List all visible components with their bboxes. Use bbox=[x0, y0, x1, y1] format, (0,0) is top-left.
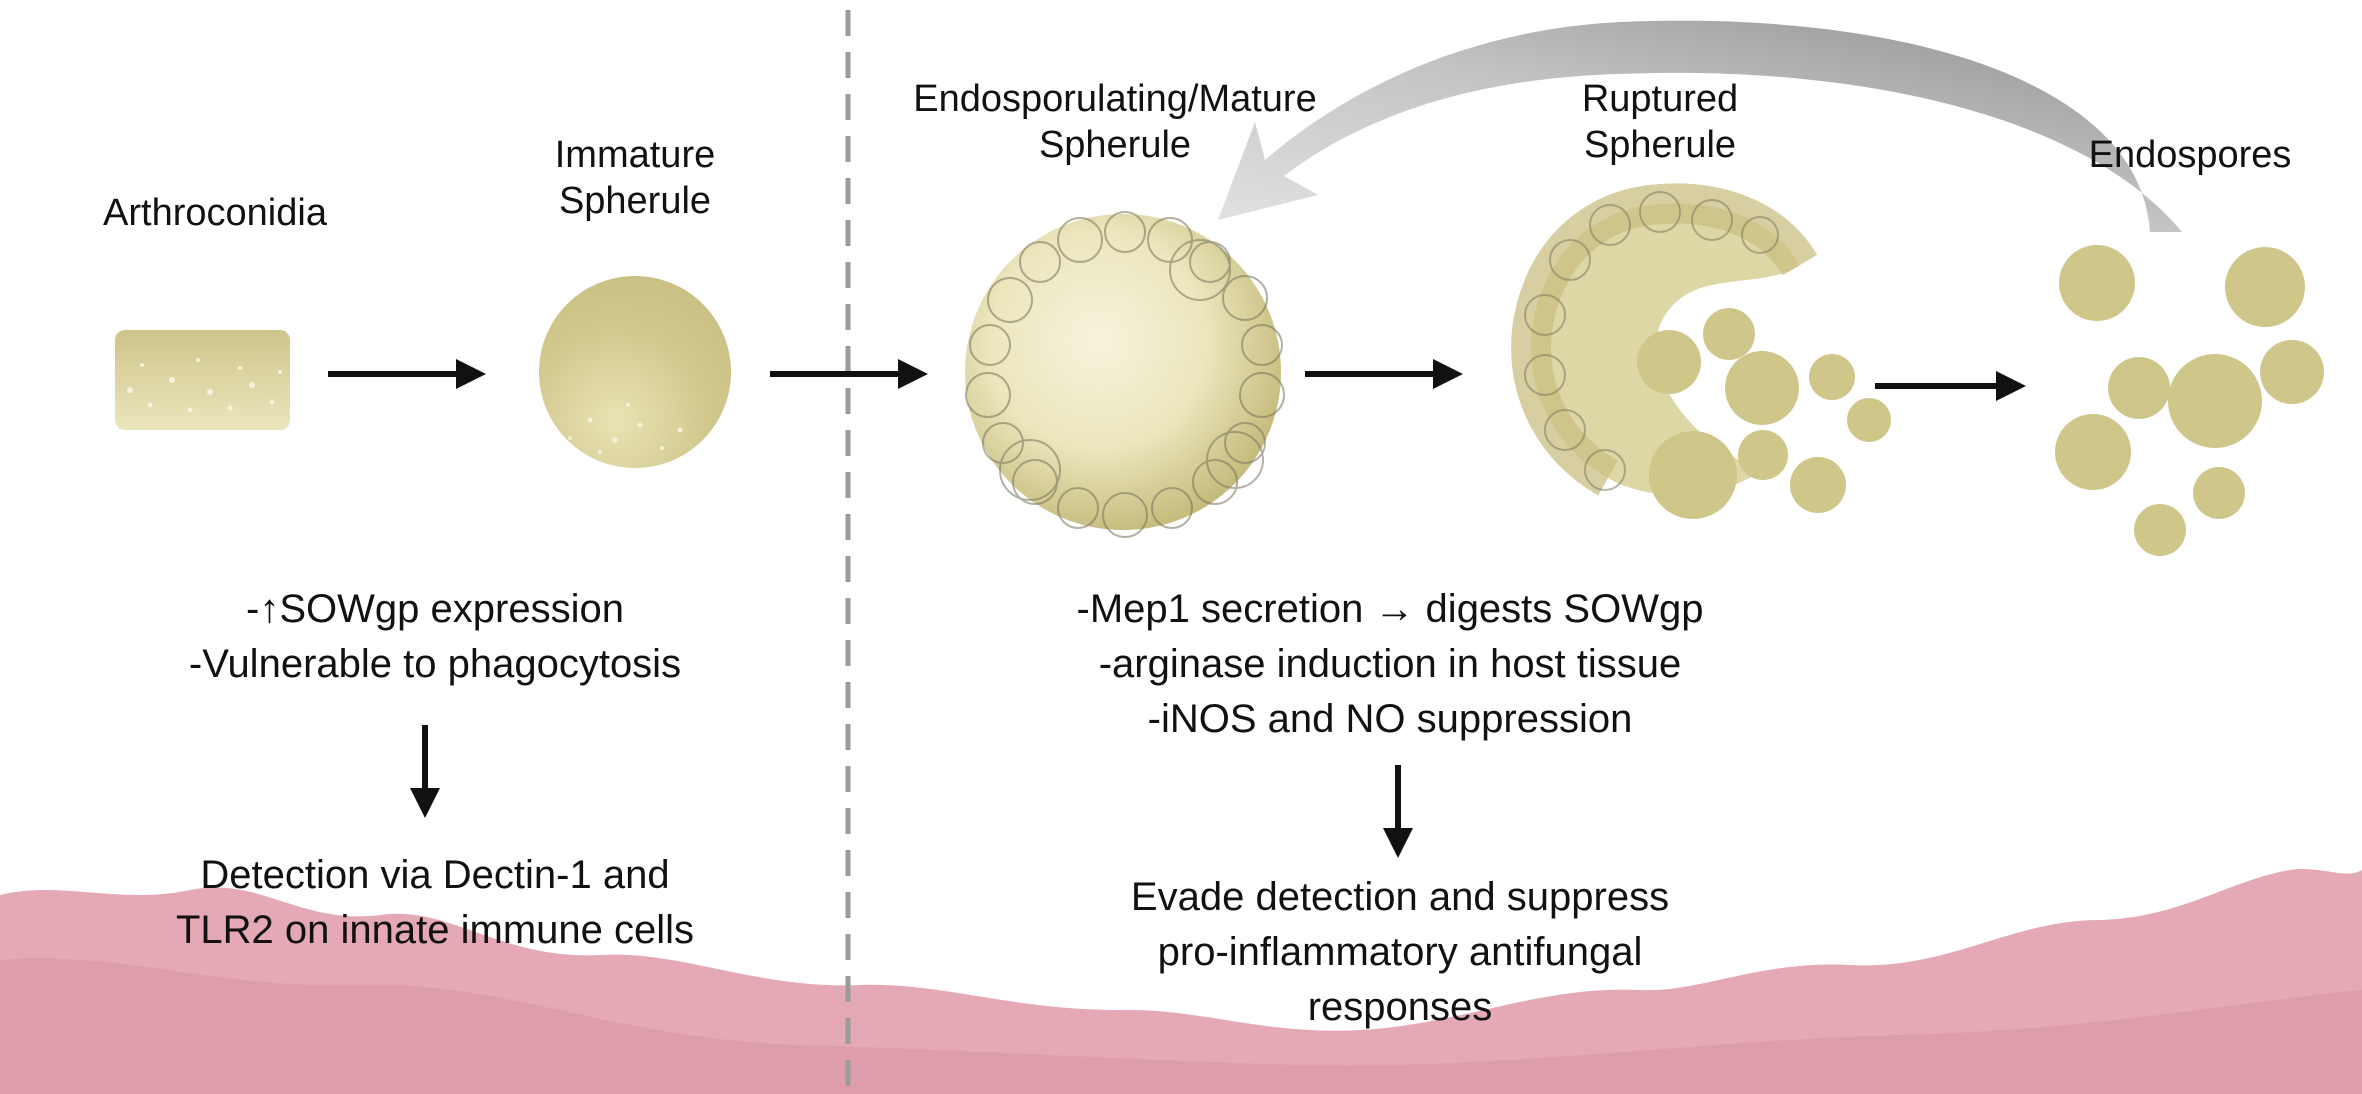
host-tissue-shade bbox=[0, 958, 2362, 1094]
left-trait-line: -↑SOWgp expression bbox=[246, 587, 624, 631]
right-traits: -Mep1 secretion → digests SOWgp -arginas… bbox=[980, 582, 1800, 747]
immature-speckles bbox=[568, 403, 683, 454]
label-immature-line1: Immature bbox=[554, 134, 716, 176]
label-immature-line2: Spherule bbox=[558, 180, 712, 222]
right-outcome-line: Evade detection and suppress bbox=[1130, 875, 1670, 919]
label-ruptured-spherule: Ruptured Spherule bbox=[1505, 76, 1815, 168]
cycle-arrow bbox=[1218, 20, 2182, 232]
ruptured-spherule-cell bbox=[1511, 183, 1891, 519]
right-outcome-line: pro-inflammatory antifungal bbox=[1157, 930, 1643, 974]
arthroconidia-cell bbox=[115, 330, 290, 430]
label-arthroconidia: Arthroconidia bbox=[103, 192, 327, 234]
endospores-cluster bbox=[2055, 245, 2324, 556]
right-trait-line: -iNOS and NO suppression bbox=[1147, 697, 1633, 741]
ruptured-rings bbox=[1524, 191, 1779, 491]
right-trait-line: -arginase induction in host tissue bbox=[1098, 642, 1682, 686]
arthroconidia-speckles bbox=[127, 358, 282, 413]
mature-endospore-rings bbox=[965, 211, 1285, 538]
released-endospores bbox=[1637, 308, 1891, 519]
immature-spherule-cell bbox=[539, 276, 731, 468]
right-outcome-line: responses bbox=[1307, 985, 1493, 1029]
label-mature-line2: Spherule bbox=[1038, 124, 1192, 166]
left-outcome: Detection via Dectin-1 and TLR2 on innat… bbox=[85, 848, 785, 958]
left-outcome-line: Detection via Dectin-1 and bbox=[200, 853, 670, 897]
label-immature-spherule: Immature Spherule bbox=[470, 132, 800, 224]
mature-spherule-cell bbox=[965, 211, 1285, 538]
left-trait-line: -Vulnerable to phagocytosis bbox=[188, 642, 682, 686]
left-outcome-line: TLR2 on innate immune cells bbox=[175, 908, 695, 952]
right-trait-line: -Mep1 secretion → digests SOWgp bbox=[1076, 587, 1704, 631]
left-traits: -↑SOWgp expression -Vulnerable to phagoc… bbox=[85, 582, 785, 692]
label-ruptured-line2: Spherule bbox=[1583, 124, 1737, 166]
right-outcome: Evade detection and suppress pro-inflamm… bbox=[1000, 870, 1800, 1035]
label-mature-line1: Endosporulating/Mature bbox=[913, 78, 1317, 120]
label-mature-spherule: Endosporulating/Mature Spherule bbox=[860, 76, 1370, 168]
label-ruptured-line1: Ruptured bbox=[1581, 78, 1739, 120]
label-endospores: Endospores bbox=[2088, 134, 2292, 176]
